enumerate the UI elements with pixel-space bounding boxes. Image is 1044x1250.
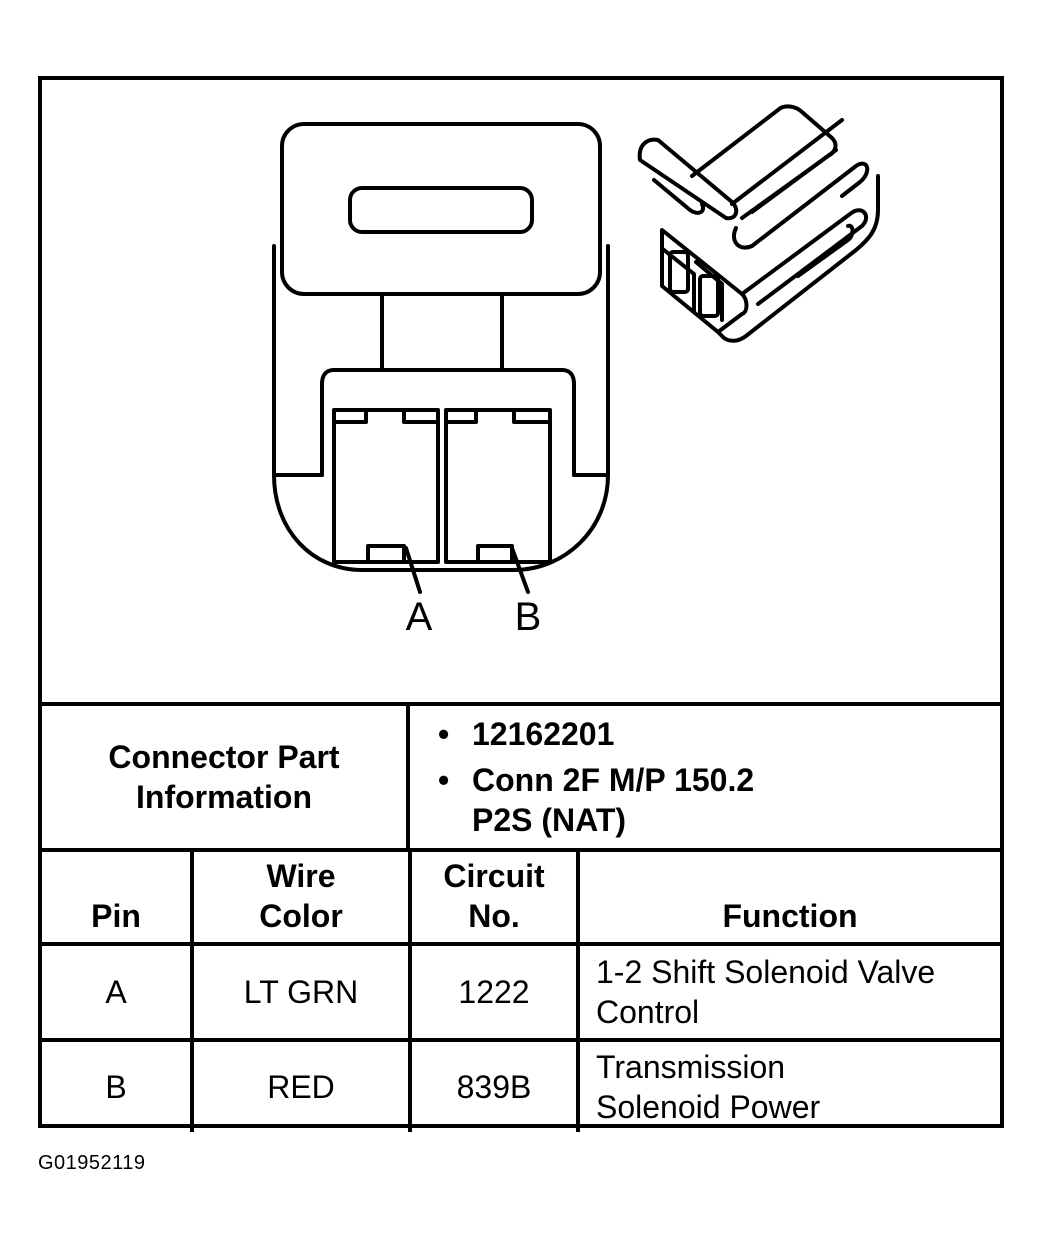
header-wire-color: Wire Color	[190, 848, 412, 946]
connector-diagram-frame: A B Connector Part Information 12162201 …	[38, 76, 1004, 1132]
connector-drawing: A B	[272, 104, 880, 639]
connector-description-item: Conn 2F M/P 150.2 P2S (NAT)	[438, 760, 1000, 840]
header-pin: Pin	[42, 848, 194, 946]
figure-id: G01952119	[38, 1152, 146, 1174]
connector-part-info-row: Connector Part Information 12162201 Conn…	[42, 702, 1000, 848]
circuit-cell: 1222	[408, 942, 580, 1042]
pin-cell: A	[42, 942, 194, 1042]
part-number-item: 12162201	[438, 714, 1000, 754]
pin-table: Pin Wire Color Circuit No. Function A LT…	[42, 848, 1000, 1132]
table-row: B RED 839B Transmission Solenoid Power	[42, 1038, 1000, 1132]
connector-isometric-view	[637, 104, 880, 343]
table-row: A LT GRN 1222 1-2 Shift Solenoid Valve C…	[42, 942, 1000, 1042]
pin-b-leader	[510, 546, 530, 594]
pin-label-a: A	[406, 595, 433, 639]
pin-a-leader	[404, 546, 422, 594]
connector-part-info-list: 12162201 Conn 2F M/P 150.2 P2S (NAT)	[410, 706, 1000, 848]
wire-color-cell: RED	[190, 1038, 412, 1132]
header-circuit-no: Circuit No.	[408, 848, 580, 946]
header-function: Function	[576, 848, 1000, 946]
connector-part-info-label-text: Connector Part Information	[108, 739, 340, 815]
connector-part-info-label: Connector Part Information	[42, 706, 410, 848]
pin-label-b: B	[515, 595, 542, 639]
table-header-row: Pin Wire Color Circuit No. Function	[42, 848, 1000, 946]
connector-front-view	[272, 122, 610, 594]
function-cell: Transmission Solenoid Power	[576, 1038, 1000, 1132]
wire-color-cell: LT GRN	[190, 942, 412, 1042]
circuit-cell: 839B	[408, 1038, 580, 1132]
pin-cell: B	[42, 1038, 194, 1132]
function-cell: 1-2 Shift Solenoid Valve Control	[576, 942, 1000, 1042]
